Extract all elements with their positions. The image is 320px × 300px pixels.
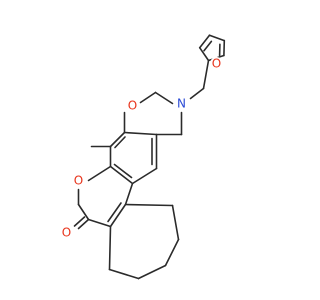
bond (109, 165, 134, 185)
atom-n-oxazine: N (175, 97, 188, 111)
bond (208, 34, 226, 42)
bond (198, 46, 210, 62)
bond (124, 203, 174, 207)
atom-label-n-oxazine: N (177, 97, 186, 111)
bond (114, 136, 126, 149)
bond (171, 204, 180, 241)
bond (189, 87, 205, 100)
bonds (73, 34, 226, 280)
atom-label-o-oxazine: O (128, 99, 137, 113)
atom-label-o-carbonyl: O (62, 226, 71, 240)
bond (139, 91, 157, 104)
bond (107, 202, 122, 223)
bond (108, 225, 112, 271)
molecule-structure-diagram: O N O O O (60, 34, 226, 280)
atom-label-o-furan: O (212, 57, 221, 71)
bond (109, 131, 126, 148)
bond (154, 91, 174, 105)
bond (203, 40, 213, 52)
bond (137, 264, 167, 280)
atom-o-carbonyl: O (60, 226, 73, 240)
bond (77, 203, 90, 221)
atom-labels: O N O O O (60, 57, 223, 240)
atom-o-oxazine: O (126, 99, 139, 113)
bond (108, 268, 140, 280)
bond (87, 165, 112, 182)
bond (73, 216, 86, 227)
bond (113, 163, 133, 179)
bond (164, 238, 180, 267)
bond (202, 59, 210, 90)
bond (109, 203, 127, 228)
atom-label-o-lactone: O (74, 174, 83, 188)
bond (131, 167, 158, 185)
bond (87, 218, 112, 228)
bond (123, 131, 158, 136)
bond (198, 34, 211, 49)
atom-o-furan: O (210, 57, 223, 71)
bond (77, 218, 90, 230)
atom-o-lactone: O (72, 174, 85, 188)
bond (124, 182, 134, 206)
